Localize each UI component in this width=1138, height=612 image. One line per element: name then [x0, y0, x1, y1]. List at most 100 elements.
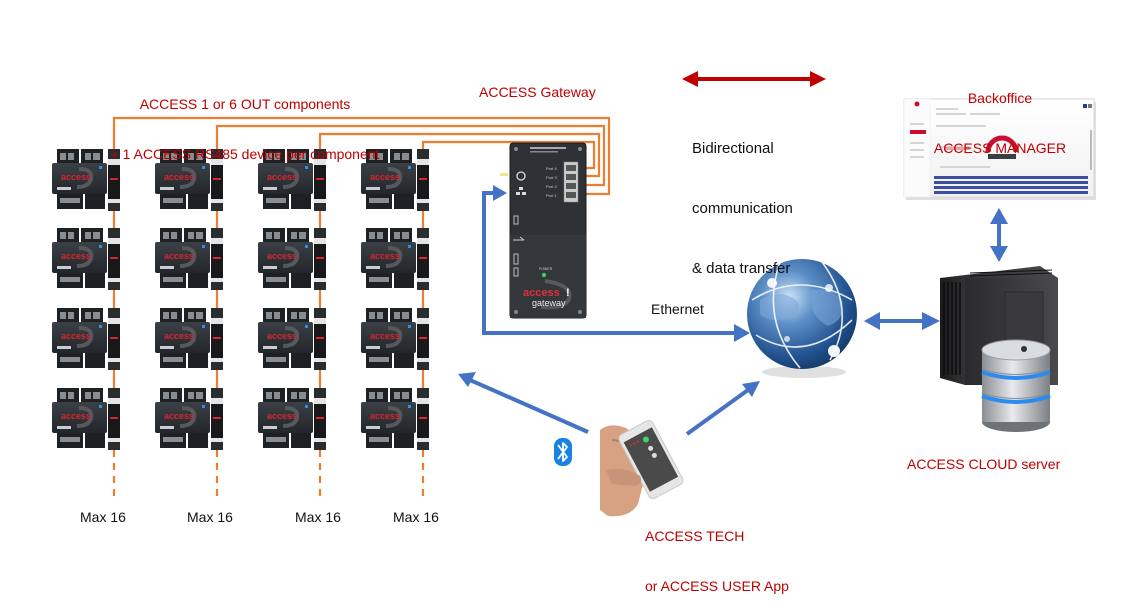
- backoffice-line2: ACCESS MANAGER: [933, 139, 1067, 156]
- gateway-port-label: Port 2: [546, 184, 557, 189]
- gateway-port-label: Port 4: [546, 166, 557, 171]
- access-gateway-device: Port 4 Port 3 Port 2 Port 1 POWER access…: [500, 142, 587, 319]
- device-grid: access access access access access access acce…: [52, 149, 429, 450]
- gateway-brand-sub: gateway: [532, 298, 566, 308]
- rs485-wire-to-gateway: [318, 132, 601, 178]
- access-out-module: access: [52, 149, 107, 209]
- access-out-module: access: [52, 228, 107, 288]
- rs485-wire-to-gateway: [421, 140, 596, 170]
- rs485-device: [314, 308, 326, 370]
- components-title-line2: + 1 ACCESS RS485 device per component: [110, 145, 380, 162]
- module-brand-logo: access: [370, 172, 400, 182]
- module-brand-logo: access: [370, 411, 400, 421]
- ethernet-port-icon: [516, 187, 526, 195]
- rs485-device: [417, 388, 429, 450]
- module-brand-logo: access: [370, 331, 400, 341]
- gateway-brand-logo: access: [523, 287, 560, 299]
- module-brand-logo: access: [61, 331, 91, 341]
- access-out-module: access: [155, 228, 210, 288]
- access-out-module: access: [52, 388, 107, 448]
- bidirectional-label: Bidirectional communication & data trans…: [692, 99, 793, 299]
- sync-icon: [516, 171, 526, 181]
- ethernet-label: Ethernet: [651, 301, 704, 317]
- max-label-col3: Max 16: [295, 509, 341, 525]
- max-label-col4: Max 16: [393, 509, 439, 525]
- smartphone-in-hand-icon: [600, 420, 684, 517]
- rs485-device: [108, 388, 120, 450]
- app-label: ACCESS TECH or ACCESS USER App: [645, 494, 789, 612]
- access-out-module: access: [155, 149, 210, 209]
- app-label-line1: ACCESS TECH: [645, 527, 745, 544]
- power-led: [541, 272, 547, 278]
- module-brand-logo: access: [370, 251, 400, 261]
- rs485-device: [108, 308, 120, 370]
- bidirectional-line1: Bidirectional: [692, 140, 774, 157]
- backoffice-line1: Backoffice: [967, 89, 1033, 106]
- gateway-title: ACCESS Gateway: [479, 84, 596, 100]
- bidirectional-line2: communication: [692, 200, 793, 217]
- rs485-device: [211, 388, 223, 450]
- access-out-module: access: [361, 228, 416, 288]
- module-brand-logo: access: [61, 251, 91, 261]
- module-brand-logo: access: [164, 411, 194, 421]
- rs485-device: [211, 149, 223, 211]
- bidirectional-line3: & data transfer: [692, 260, 791, 277]
- module-brand-logo: access: [164, 331, 194, 341]
- components-title-line1: ACCESS 1 or 6 OUT components: [139, 95, 351, 112]
- rs485-wires: [112, 116, 611, 388]
- connector-icon: [513, 215, 519, 225]
- rs485-device: [314, 388, 326, 450]
- rs485-device: [108, 228, 120, 290]
- rs485-wire-to-gateway: [112, 116, 611, 196]
- rs485-device: [314, 149, 326, 211]
- architecture-diagram: access access access access access access acce…: [52, 71, 1096, 517]
- gateway-port-label: Port 1: [546, 193, 557, 198]
- gateway-port-label: Port 3: [546, 175, 557, 180]
- bidirectional-arrow: [682, 71, 826, 87]
- database-icon: [981, 339, 1051, 432]
- rs485-device: [417, 308, 429, 370]
- app-to-devices-arrow: [458, 372, 589, 434]
- power-label: POWER: [539, 267, 553, 271]
- rs485-device: [211, 308, 223, 370]
- connector-icon: [513, 253, 519, 265]
- rs485-device: [108, 149, 120, 211]
- globe-icon: [747, 259, 857, 378]
- rs485-device: [417, 149, 429, 211]
- backoffice-access-manager-screenshot: [903, 98, 1096, 200]
- app-label-line2: or ACCESS USER App: [645, 577, 789, 594]
- globe-server-arrow: [864, 312, 940, 330]
- usb-icon: [513, 236, 525, 241]
- access-out-module: access: [155, 308, 210, 368]
- app-to-globe-arrow: [685, 381, 760, 436]
- module-brand-logo: access: [267, 411, 297, 421]
- access-out-module: access: [155, 388, 210, 448]
- module-brand-logo: access: [164, 251, 194, 261]
- access-out-module: access: [361, 308, 416, 368]
- gateway-brand-accent: !: [566, 287, 570, 299]
- access-out-module: access: [52, 308, 107, 368]
- bus-extension-lines: [112, 450, 425, 498]
- access-out-module: access: [258, 149, 313, 209]
- max-label-col1: Max 16: [80, 509, 126, 525]
- connector-icon: [513, 267, 519, 277]
- rs485-device: [417, 228, 429, 290]
- access-out-module: access: [361, 388, 416, 448]
- module-brand-logo: access: [267, 172, 297, 182]
- rs485-device: [314, 228, 326, 290]
- max-label-col2: Max 16: [187, 509, 233, 525]
- cloud-server-label: ACCESS CLOUD server: [907, 456, 1061, 472]
- access-out-module: access: [258, 308, 313, 368]
- rs485-wire-to-gateway: [215, 124, 606, 187]
- module-brand-logo: access: [61, 172, 91, 182]
- module-brand-logo: access: [61, 411, 91, 421]
- module-brand-logo: access: [267, 251, 297, 261]
- rs485-device: [211, 228, 223, 290]
- ethernet-arrow: [482, 185, 750, 342]
- module-brand-logo: access: [164, 172, 194, 182]
- bluetooth-icon: [554, 438, 572, 466]
- module-brand-logo: access: [267, 331, 297, 341]
- access-out-module: access: [258, 388, 313, 448]
- access-out-module: access: [258, 228, 313, 288]
- components-title: ACCESS 1 or 6 OUT components + 1 ACCESS …: [90, 62, 400, 180]
